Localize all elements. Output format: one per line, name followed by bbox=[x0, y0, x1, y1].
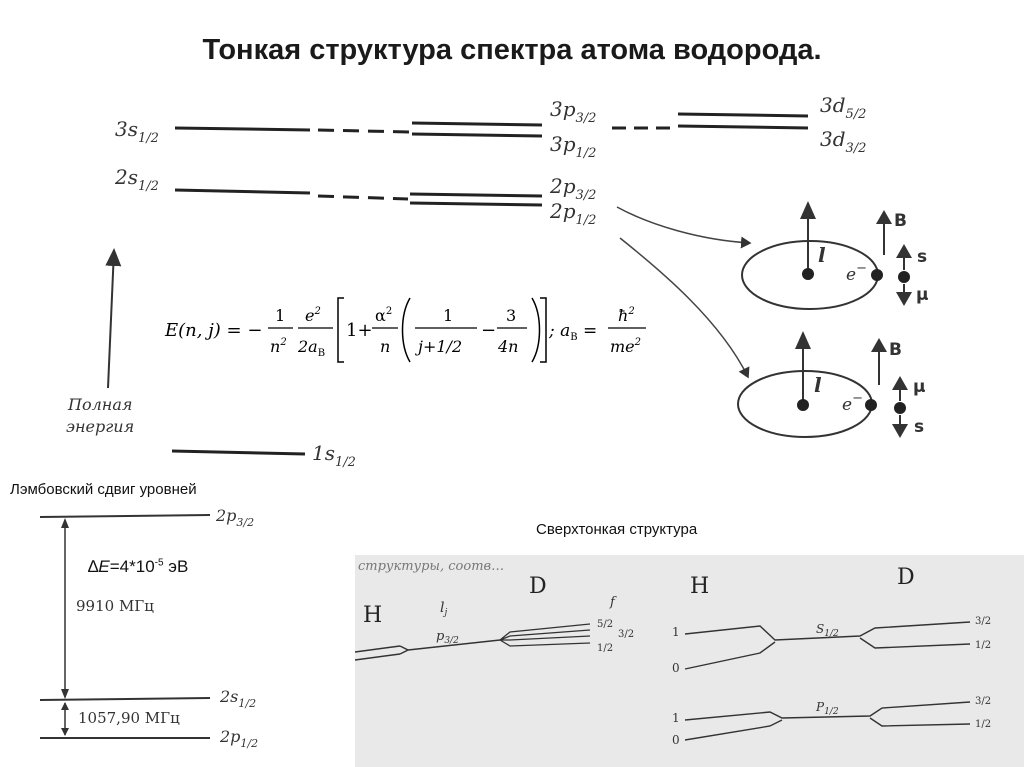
curve-arrow-lower bbox=[619, 237, 750, 379]
level-3p32-label: 3p3/2 bbox=[550, 97, 596, 126]
level-3p12-label: 3p1/2 bbox=[550, 132, 596, 161]
orbit-picture-upper: l e− B s μ bbox=[741, 201, 929, 310]
spin-dot bbox=[898, 271, 910, 283]
hyperfine-figure: структуры, соотв… H D lj p3/2 f 5/2 3/2 … bbox=[354, 555, 1024, 767]
electron-dot bbox=[865, 399, 877, 411]
hyperfine-photo-bg bbox=[355, 555, 1024, 767]
hf-left-D: D bbox=[529, 574, 547, 599]
level-2p12-line bbox=[409, 201, 543, 207]
lamb-label-2p32: 2p3/2 bbox=[215, 506, 254, 529]
hf-f-12: 1/2 bbox=[597, 643, 613, 654]
hf-left-H: H bbox=[363, 603, 382, 628]
formula-den-j: j+1/2 bbox=[415, 337, 462, 356]
level-3d32-label: 3d3/2 bbox=[820, 127, 866, 156]
electron-label: e− bbox=[846, 261, 867, 285]
hyperfine-title: Сверхтонкая структура bbox=[536, 521, 698, 538]
s-label: s bbox=[917, 247, 927, 267]
hf-rr-12b: 1/2 bbox=[975, 719, 991, 730]
formula-minus: − bbox=[481, 320, 496, 341]
b-label: B bbox=[894, 211, 907, 231]
orbit-picture-lower: l e− B μ s bbox=[737, 331, 926, 438]
page-title: Тонкая структура спектра атома водорода. bbox=[202, 34, 822, 66]
hf-s12: S1/2 bbox=[816, 622, 839, 639]
hf-r-0b: 0 bbox=[672, 733, 680, 747]
hyperfine-header-text: структуры, соотв… bbox=[358, 559, 504, 574]
nucleus-dot bbox=[797, 399, 809, 411]
electron-label: e− bbox=[842, 391, 863, 415]
lamb-label-2p12: 2p1/2 bbox=[219, 727, 258, 750]
hf-rr-32a: 3/2 bbox=[975, 616, 991, 627]
hf-right-D: D bbox=[897, 565, 915, 590]
lamb-freq-1057: 1057,90 МГц bbox=[78, 709, 180, 727]
hf-left-p32: p3/2 bbox=[436, 629, 459, 646]
mu-label: μ bbox=[913, 377, 926, 397]
level-3p32-line bbox=[411, 121, 543, 127]
level-1s-line bbox=[171, 449, 306, 456]
hf-rr-32b: 3/2 bbox=[975, 696, 991, 707]
level-3p12-line bbox=[411, 132, 543, 138]
formula-num-e2: e2 bbox=[305, 306, 321, 325]
lamb-freq-9910: 9910 МГц bbox=[76, 597, 154, 615]
level-3s-dash bbox=[317, 128, 411, 134]
lamb-level-2p32 bbox=[39, 514, 211, 518]
formula-den-n2: n2 bbox=[270, 337, 287, 356]
formula-den-2a: 2aВ bbox=[297, 337, 325, 359]
formula-num-alpha2: α2 bbox=[375, 306, 392, 325]
l-label: l bbox=[818, 243, 826, 267]
formula-aB: ; aВ = bbox=[548, 321, 597, 343]
formula-den-me2: me2 bbox=[610, 337, 641, 356]
level-3s-line bbox=[174, 126, 311, 132]
formula-lhs: E(n, j) = − bbox=[164, 320, 262, 341]
curve-arrow-upper bbox=[616, 206, 752, 249]
energy-axis-label-1: Полная bbox=[67, 395, 132, 414]
formula-one-plus: 1+ bbox=[346, 320, 373, 341]
energy-axis-arrow bbox=[105, 248, 122, 389]
hf-f-32: 3/2 bbox=[618, 629, 634, 640]
energy-axis-label-2: энергия bbox=[66, 417, 134, 436]
level-1s-label: 1s1/2 bbox=[312, 441, 356, 470]
lamb-delta-energy: ∆E=4*10-5 эВ bbox=[88, 557, 189, 576]
hf-r-1a: 1 bbox=[672, 625, 680, 639]
mu-label: μ bbox=[916, 285, 929, 305]
fine-structure-levels: 3s1/2 3p3/2 3p1/2 3d5/2 3d3/2 2s1/2 2p3/… bbox=[114, 93, 866, 470]
formula-num-1b: 1 bbox=[443, 306, 453, 325]
lamb-shift-title: Лэмбовский сдвиг уровней bbox=[10, 481, 197, 498]
formula-num-3: 3 bbox=[506, 306, 516, 325]
formula-num-1: 1 bbox=[275, 306, 285, 325]
lamb-shift-diagram: 9910 МГц 1057,90 МГц 2p3/2 2s1/2 2p1/2 bbox=[39, 506, 258, 750]
nucleus-dot bbox=[802, 268, 814, 280]
hf-p12: P1/2 bbox=[815, 700, 839, 717]
level-2p12-label: 2p1/2 bbox=[549, 199, 596, 228]
energy-formula: E(n, j) = − 1 n2 e2 2aВ 1+ α2 n 1 j+1/2 … bbox=[164, 297, 646, 363]
hf-r-0a: 0 bbox=[672, 661, 680, 675]
level-2s-line bbox=[174, 188, 311, 195]
lamb-level-2s12 bbox=[39, 697, 211, 701]
lamb-label-2s12: 2s1/2 bbox=[219, 687, 256, 710]
spin-dot bbox=[894, 402, 906, 414]
level-2p32-label: 2p3/2 bbox=[549, 174, 596, 203]
formula-den-4n: 4n bbox=[497, 337, 518, 356]
level-3d32-line bbox=[677, 124, 809, 130]
hf-rr-12a: 1/2 bbox=[975, 640, 991, 651]
formula-num-hbar: ħ2 bbox=[618, 306, 635, 325]
l-label: l bbox=[814, 373, 822, 397]
hf-f-52: 5/2 bbox=[597, 619, 613, 630]
level-2p32-line bbox=[409, 192, 543, 198]
b-label: B bbox=[889, 340, 902, 360]
hf-left-lj: lj bbox=[440, 600, 447, 618]
formula-den-n: n bbox=[380, 337, 390, 356]
hf-right-H: H bbox=[690, 574, 709, 599]
level-3d52-line bbox=[677, 112, 809, 118]
level-3d52-label: 3d5/2 bbox=[820, 93, 866, 122]
s-label: s bbox=[914, 417, 924, 437]
electron-dot bbox=[871, 269, 883, 281]
level-2s-label: 2s1/2 bbox=[114, 165, 159, 194]
hf-left-f: f bbox=[609, 595, 617, 610]
level-3s-label: 3s1/2 bbox=[115, 117, 159, 146]
hf-r-1b: 1 bbox=[672, 711, 680, 725]
level-2s-dash bbox=[317, 194, 409, 201]
